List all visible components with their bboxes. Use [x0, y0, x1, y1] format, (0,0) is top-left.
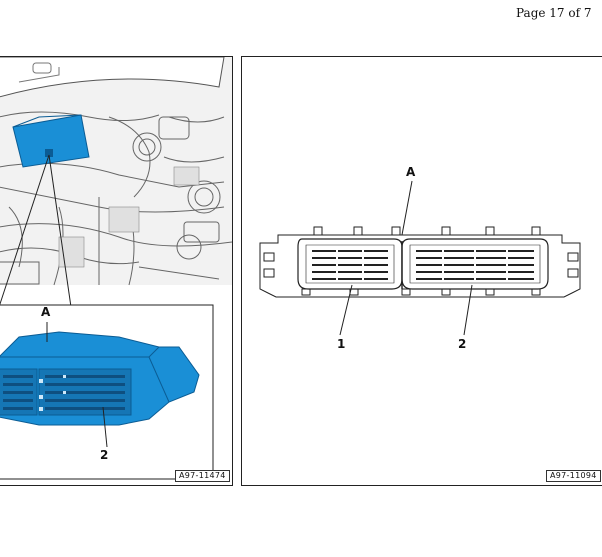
ecu-location-highlight [12, 114, 90, 168]
callout-a-right: A [406, 165, 416, 179]
figure-left-engine-bay: A 2 A97-11474 [0, 56, 233, 486]
callout-a-leader [401, 180, 413, 236]
callout-1-leader [339, 284, 353, 336]
callout-2-leader-left [102, 406, 108, 448]
engine-bay-illustration [0, 57, 232, 480]
ecu-connector-illustration [259, 180, 581, 336]
callout-2-left: 2 [100, 448, 109, 462]
callout-1-right: 1 [337, 337, 346, 351]
page-number: Page 17 of 7 [516, 6, 592, 20]
figure-id-right: A97-11094 [546, 470, 601, 482]
callout-2-leader [463, 284, 473, 336]
callout-a-left: A [41, 305, 51, 319]
figure-right-ecu-connector: A 1 2 A97-11094 [241, 56, 602, 486]
hood-edge [0, 57, 225, 98]
leader-line-right [48, 154, 72, 308]
callout-2-right: 2 [458, 337, 467, 351]
figure-id-left: A97-11474 [175, 470, 230, 482]
leader-line-left [0, 154, 50, 306]
connector-1-pins [312, 250, 388, 280]
